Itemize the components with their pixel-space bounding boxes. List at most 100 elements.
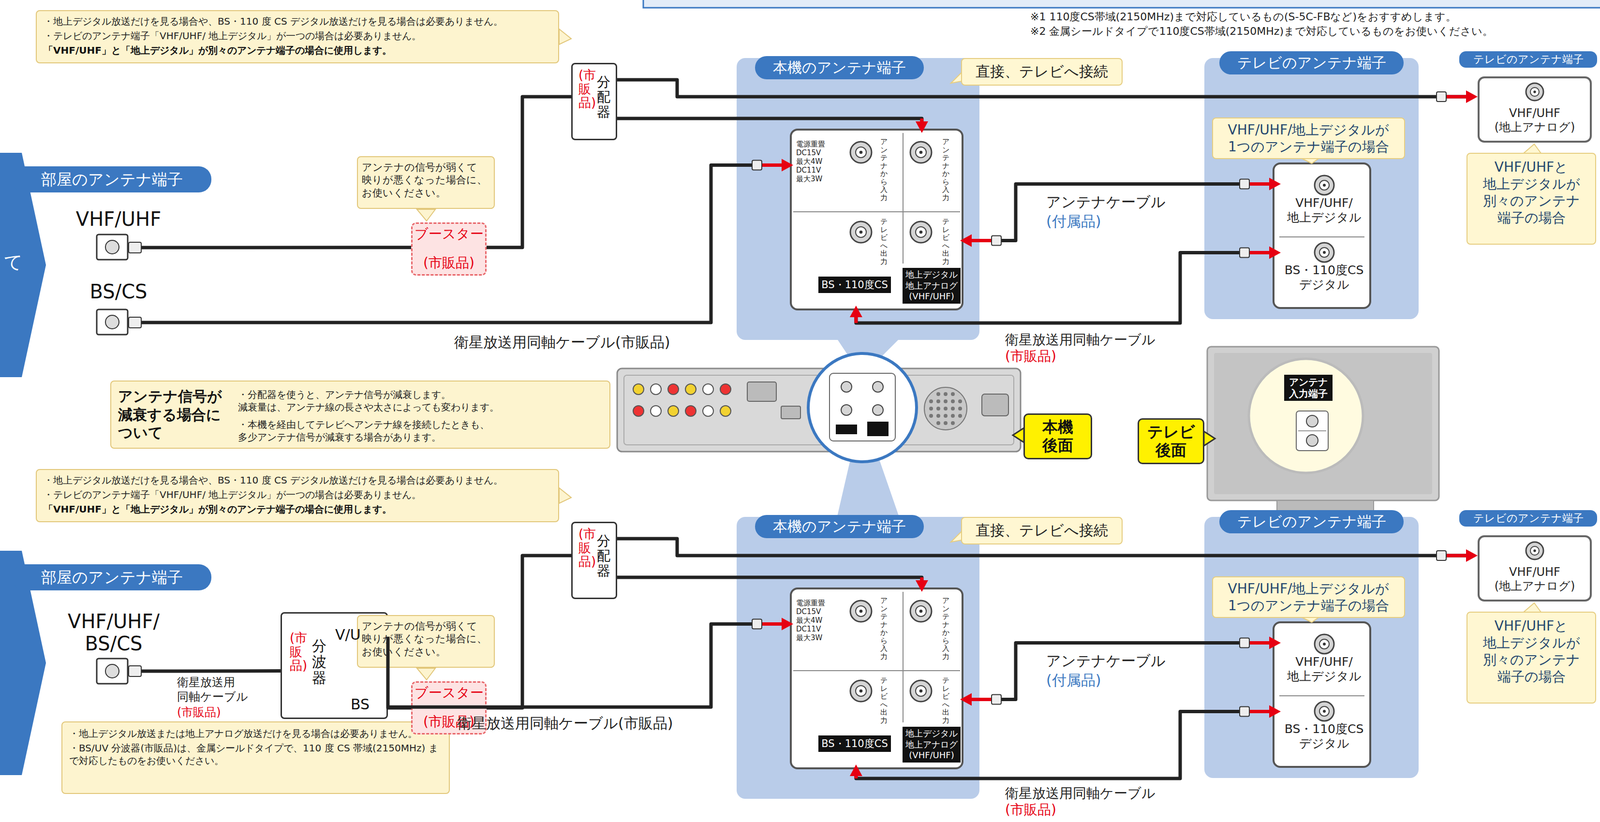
text-slot: アンテナケーブル (1046, 652, 1172, 670)
callout-box: VHF/UHFと 地上デジタルが 別々のアンテナ 端子の場合 (1466, 611, 1597, 704)
terminal-jack (850, 600, 872, 623)
text-slot: (市販品) (578, 68, 592, 110)
signal-arrowhead (781, 158, 794, 172)
cable-plug (991, 236, 1002, 246)
booster-box: ブースター(市販品) (411, 222, 487, 276)
panel-divider (793, 670, 961, 672)
terminal-jack-inner (1319, 180, 1330, 191)
av-jack (633, 384, 644, 395)
text-slot: ・BS/UV 分波器(市販品)は、金属シールドタイプで、110 度 CS 帯域(… (69, 741, 445, 768)
cable-connector (164, 158, 794, 323)
terminal-jack-inner (1319, 706, 1330, 717)
signal-arrowhead (960, 693, 972, 707)
cable-plug (752, 619, 762, 629)
cable-plug (128, 666, 142, 677)
node-text: 分波器 (311, 637, 327, 686)
cable-connector (387, 617, 794, 708)
signal-arrowhead (781, 617, 794, 631)
top-bar (643, 0, 1600, 8)
fan-hole (958, 414, 963, 418)
terminal-jack-inner (855, 685, 867, 697)
cable-label: 衛星放送用同軸ケーブル(市販品) (457, 714, 699, 733)
node-text: テレビ 後面 (1139, 422, 1203, 460)
node-text: 部屋のアンテナ端子 (12, 564, 212, 591)
cable-label: アンテナケーブル (1046, 193, 1172, 211)
note-callout: アンテナの信号が弱くて 映りが悪くなった場合に、 お使いください。 (356, 156, 495, 209)
text-slot: ※2 金属シールドタイプで110度CS帯域(2150MHz)まで対応しているもの… (1030, 25, 1597, 38)
av-jack (685, 384, 697, 395)
node-text: アンテナから入力 (942, 137, 950, 202)
text-slot: BS/CS (72, 280, 165, 303)
text-slot: テレビのアンテナ端子 (1459, 510, 1598, 527)
terminal-jack (1525, 83, 1544, 101)
magnifier (1248, 358, 1363, 474)
av-jack (633, 405, 644, 417)
rear-callout: テレビ 後面 (1137, 418, 1205, 465)
mini-jack (872, 381, 884, 393)
terminal-panel (790, 129, 963, 310)
text-slot: アンテナから入力 (880, 137, 888, 202)
terminal-jack (910, 221, 932, 243)
panel-divider (1298, 430, 1327, 432)
text-slot: BS・110度CS (818, 276, 891, 294)
fan-hole (958, 399, 963, 404)
terminal-jack (910, 141, 932, 163)
cable-connector (164, 247, 412, 248)
callout-pointer (950, 531, 962, 543)
fan-hole (958, 406, 963, 411)
signal-arrowhead (915, 121, 929, 134)
callout-box: 直接、テレビへ接続 (961, 517, 1123, 545)
cable-label: (付属品) (1046, 671, 1143, 690)
fan-hole (950, 414, 955, 418)
mini-jack (872, 404, 884, 416)
cable-connector (617, 79, 1478, 104)
fan-hole (936, 414, 941, 418)
cable (617, 79, 1467, 97)
cable (971, 642, 1270, 700)
node-text: VHF/UHF/ 地上デジタル (1280, 195, 1368, 225)
text-slot: VHF/UHFと 地上デジタルが 別々のアンテナ 端子の場合 (1467, 617, 1596, 686)
terminal-jack (850, 680, 872, 702)
text-slot: ブースター (412, 225, 486, 243)
terminal-pin (1322, 183, 1326, 187)
node-text: VHF/UHF/ BS/CS (53, 610, 175, 655)
callout-pointer (559, 29, 572, 45)
signal-arrowhead (849, 764, 863, 777)
node-text: テレビへ出力 (880, 217, 888, 266)
cable (856, 252, 1270, 324)
node-text: BS・110度CS (818, 735, 891, 753)
fan-hole (943, 421, 948, 426)
splitter-box: (市販品)分配器 (571, 62, 618, 141)
cable (617, 118, 922, 122)
note-callout: ・地上デジタル放送または地上アナログ放送だけを見る場合は必要ありません。・BS/… (61, 721, 450, 795)
mini-panel (829, 373, 896, 442)
node-text: VHF/UHFと 地上デジタルが 別々のアンテナ 端子の場合 (1467, 158, 1596, 227)
cable-label: 衛星放送用同軸ケーブル (1005, 785, 1170, 802)
node-text: 「VHF/UHF」と「地上デジタル」が別々のアンテナ端子の場合に使用します。 (43, 44, 554, 57)
terminal-jack (850, 141, 872, 163)
text-slot: (市販品) (578, 527, 592, 569)
node-text: アンテナから入力 (880, 596, 888, 661)
cable-connector (849, 705, 1281, 779)
cable-plug (128, 317, 142, 328)
callout-pointer (1302, 158, 1319, 164)
callout-pointer (1203, 431, 1215, 446)
text-slot: アンテナ 入力端子 (1284, 374, 1333, 401)
signal-arrowhead (915, 580, 929, 593)
fan-hole (943, 392, 948, 397)
node-text: VHF/UHF/ 地上デジタル (1280, 654, 1368, 684)
signal-arrowhead (1269, 636, 1281, 650)
node-text: 電源重畳 DC15V 最大4W DC11V 最大3W (796, 598, 845, 643)
terminal-group: 部屋のアンテナ端子 (12, 166, 212, 199)
mini-label (835, 424, 858, 435)
terminal-pin (859, 150, 863, 155)
wall-terminal (96, 309, 128, 335)
note-callout: ・地上デジタル放送だけを見る場合や、BS・110 度 CS デジタル放送だけを見… (35, 469, 560, 523)
av-jack (720, 405, 731, 417)
cable-plug (1436, 91, 1447, 102)
text-slot: 地上デジタル 地上アナログ (VHF/UHF) (902, 726, 961, 763)
text-slot: テレビへ出力 (942, 676, 950, 725)
node-text: 「VHF/UHF」と「地上デジタル」が別々のアンテナ端子の場合に使用します。 (43, 503, 554, 516)
text-slot: 衛星放送用同軸ケーブル (1005, 331, 1170, 349)
node-text: BS・110度CS デジタル (1280, 263, 1368, 293)
